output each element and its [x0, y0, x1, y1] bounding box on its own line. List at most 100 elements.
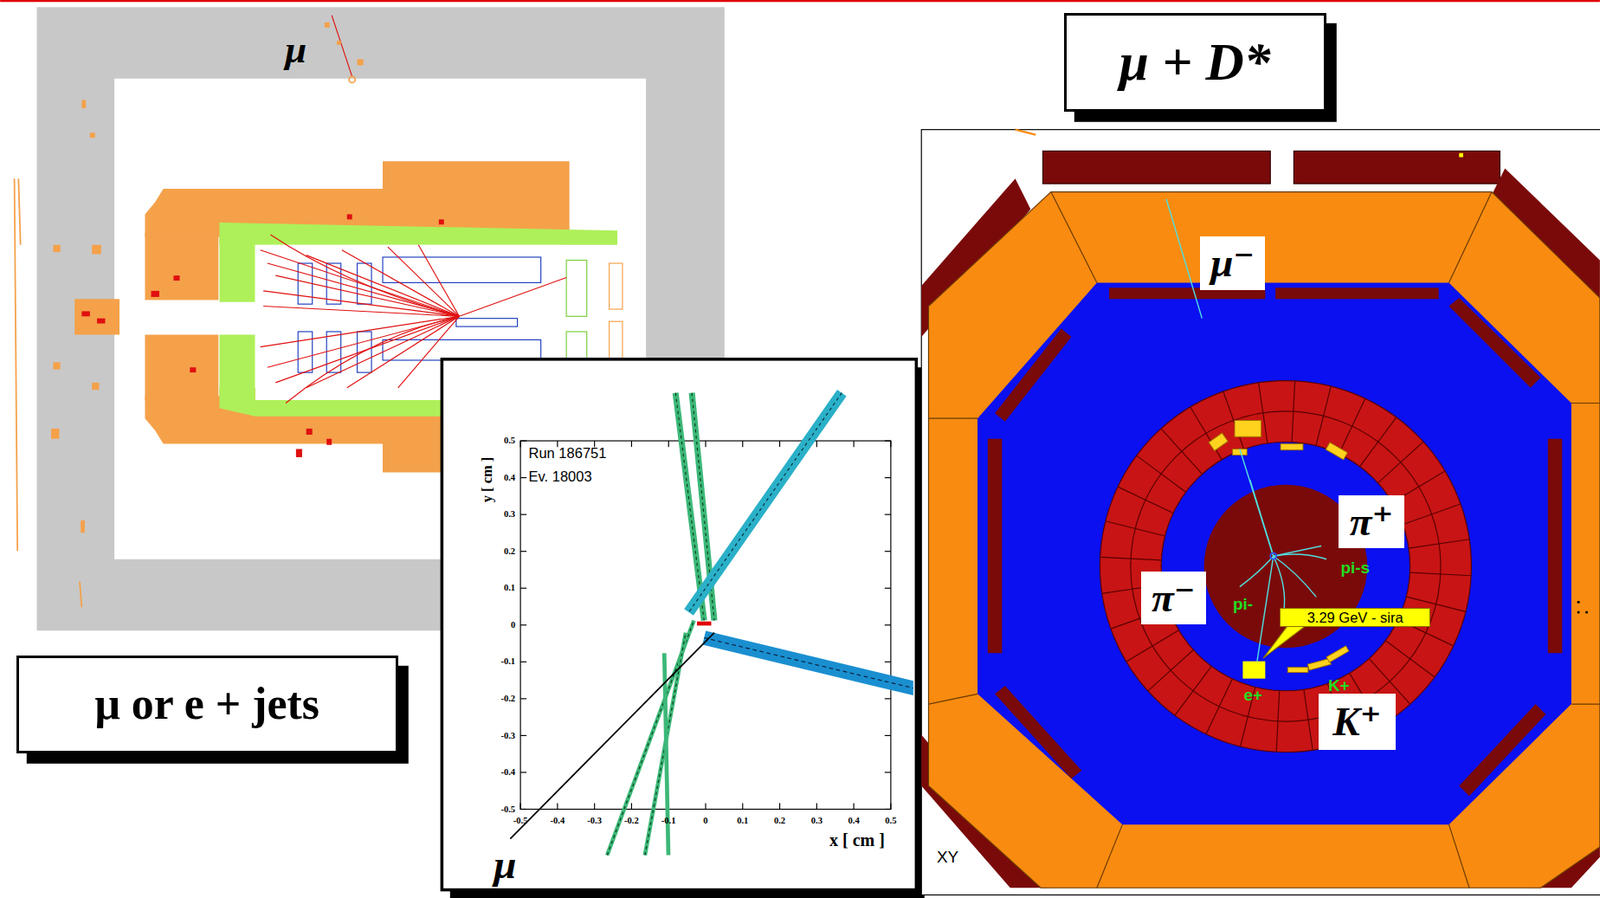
xy-view-detector-part-part	[1360, 417, 1397, 467]
side-view-detector-part	[219, 222, 618, 303]
xy-view-detector-part-part	[1571, 402, 1600, 404]
side-view-detector-part	[144, 232, 219, 301]
vertex-inset-part-part	[520, 440, 522, 447]
tick-label: 0	[510, 620, 516, 631]
vertex-inset-part-part	[703, 638, 914, 690]
particle-label-box: π⁺	[1338, 495, 1404, 549]
side-view-detector-part-part	[79, 581, 82, 607]
xy-view-detector	[921, 129, 1600, 896]
vertex-inset-part-part	[668, 440, 670, 447]
vertex-inset-part-part	[631, 802, 633, 809]
node-text: K⁺	[1332, 701, 1381, 742]
vertex-inset-part-part	[890, 440, 891, 447]
side-view-detector-part-part	[347, 213, 353, 220]
xy-view-detector-part	[1015, 129, 1037, 136]
xy-view-detector-part-part	[1166, 199, 1202, 319]
side-view-detector-part-part	[306, 428, 313, 435]
tick-label: -0.2	[624, 815, 639, 826]
vertex-inset-part-part	[816, 440, 818, 447]
vertex-inset-part-part	[520, 550, 527, 552]
vertex-inset-part-part	[884, 624, 891, 626]
vertex-inset-part-part	[520, 439, 527, 441]
vertex-inset	[441, 359, 924, 898]
side-view-detector-part-part	[173, 275, 180, 281]
xy-view-detector-part-part	[1577, 611, 1581, 614]
vertex-inset-part-part	[741, 440, 743, 447]
xy-view-detector-part-part	[1276, 690, 1280, 753]
side-view-detector-part-part	[52, 361, 60, 369]
xy-view-detector-part	[1099, 380, 1471, 753]
xy-view-detector-part	[1130, 411, 1441, 722]
xy-view-detector-part-part	[1408, 539, 1470, 549]
side-view-detector-part	[51, 99, 102, 533]
xy-view-detector-part-part	[1239, 555, 1274, 587]
title-box: μ + D*	[1064, 12, 1327, 112]
side-view-detector-part-part	[382, 257, 542, 283]
xy-view-detector-part-part	[1326, 645, 1349, 663]
vertex-inset-part-part	[520, 661, 527, 663]
axis-title: x [ cm ]	[829, 831, 885, 849]
vertex-inset-part-part	[884, 808, 891, 810]
side-view-detector-part-part	[91, 245, 102, 255]
xy-view-detector-part-part	[1577, 600, 1581, 604]
energy-callout: 3.29 GeV - sira	[1279, 607, 1431, 627]
side-view-detector-part-part	[306, 316, 460, 388]
event-number: Ev. 18003	[529, 469, 593, 484]
top-rule	[0, 0, 1600, 2]
tick-label: 0	[703, 815, 708, 826]
xy-view-detector-part-part	[1548, 438, 1562, 653]
vertex-inset-part-part	[853, 802, 855, 809]
side-view-detector-part-part	[458, 277, 567, 317]
side-view-detector-part	[260, 15, 568, 404]
xy-view-detector-part-part	[1206, 678, 1233, 735]
xy-view-detector-part-part	[1273, 555, 1317, 597]
tick-label: -0.1	[661, 815, 677, 826]
vertex-inset-part-part	[520, 624, 527, 626]
xy-view-detector-part-part	[1148, 649, 1194, 691]
xy-view-detector-part-part	[1448, 297, 1541, 388]
vertex-inset-part-part	[606, 619, 694, 855]
tick-label: 0.2	[774, 815, 786, 826]
xy-view-detector-part	[1293, 150, 1500, 184]
xy-view-detector-part-part	[1291, 380, 1296, 443]
xy-view-detector-part-part	[1448, 824, 1470, 888]
xy-view-detector-part-part	[1161, 428, 1202, 474]
xy-view-detector-part-part	[1378, 441, 1424, 483]
tick-label: -0.2	[500, 694, 516, 704]
xy-view-detector-part	[1577, 600, 1588, 614]
vertex-inset-part-part	[884, 735, 891, 736]
vertex-inset-part-part	[704, 802, 706, 809]
node-text: μ⁻	[1210, 242, 1255, 284]
node-text: π⁺	[1349, 501, 1394, 542]
side-view-detector-part-part	[285, 316, 459, 403]
vertex-inset-part-part	[520, 697, 527, 699]
xy-view-detector-part-part	[1571, 703, 1600, 705]
xy-view-detector-part-part	[994, 328, 1071, 421]
vertex-inset-part-part	[853, 440, 855, 447]
run-number: Run 186751	[529, 445, 607, 461]
side-view-detector-part-part	[14, 178, 19, 551]
side-view-detector-part-part	[51, 428, 59, 439]
side-view-detector-part	[14, 178, 83, 607]
vertex-inset-part-part	[884, 771, 891, 773]
particle-label: μ	[284, 29, 307, 69]
track-label: e+	[1244, 686, 1264, 704]
side-view-detector-part-part	[324, 22, 330, 28]
xy-view-detector-part	[921, 129, 1600, 896]
xy-view-detector-part	[1100, 380, 1471, 752]
side-view-detector-part	[324, 22, 364, 65]
xy-view-detector-part	[1270, 553, 1277, 560]
vertex-inset-part-part	[884, 550, 891, 552]
xy-view-detector-part-part	[1280, 444, 1304, 451]
xy-view-detector-part-part	[1316, 386, 1331, 446]
side-view-detector-part-part	[80, 520, 85, 533]
vertex-inset-part-part	[520, 587, 527, 589]
xy-view-detector-part-part	[928, 418, 978, 420]
xy-view-detector-part-part	[1585, 611, 1588, 614]
xy-view-detector-part-part	[1303, 689, 1313, 750]
axis-title: y [ cm ]	[480, 457, 496, 504]
particle-label-box: μ⁻	[1200, 236, 1265, 291]
xy-view-detector-part-part	[1410, 572, 1472, 576]
